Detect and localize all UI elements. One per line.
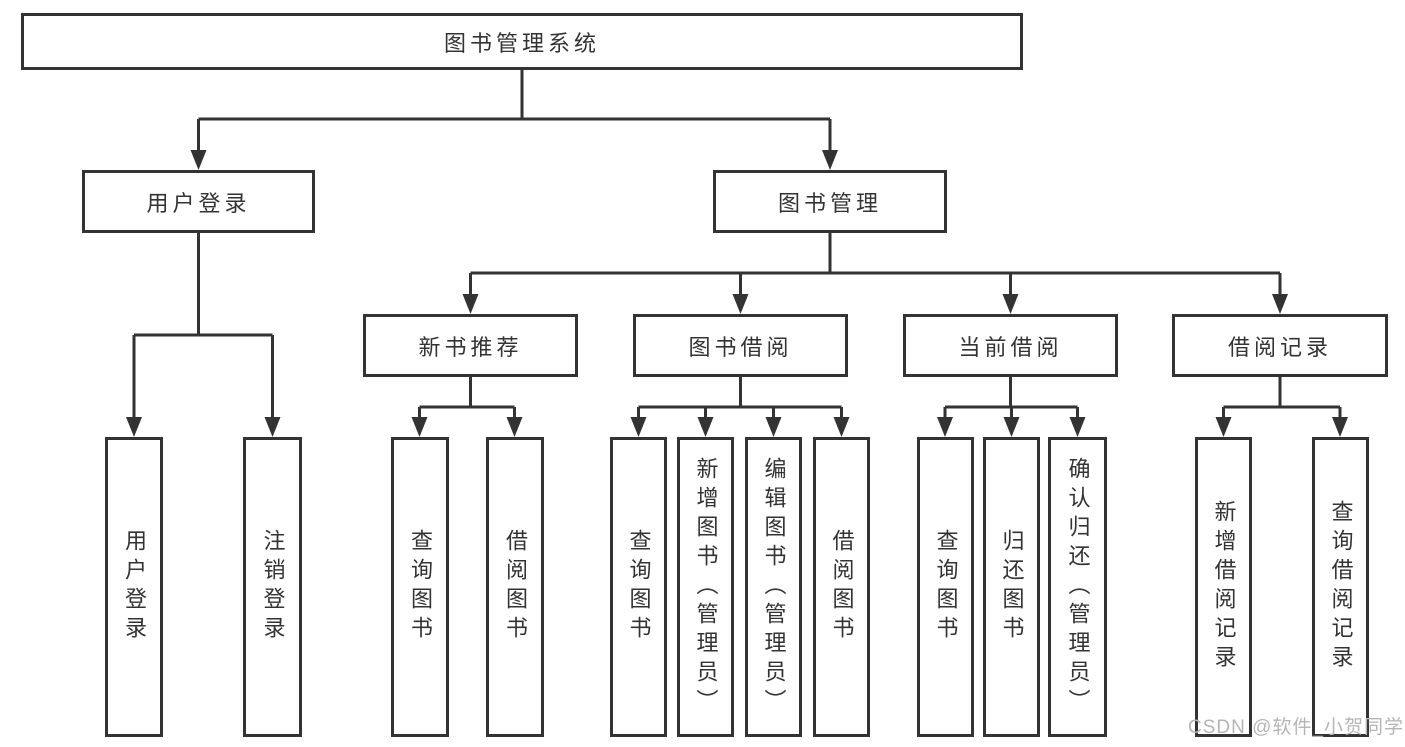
arrow-down-icon — [1272, 294, 1288, 314]
connector-mgmt-to-level3 — [469, 233, 1282, 296]
node-add-borrow-record: 新增借阅记录 — [1195, 437, 1252, 737]
arrow-down-icon — [822, 150, 838, 170]
node-label: 查询借阅记录 — [1328, 500, 1354, 674]
node-edit-book-admin: 编辑图书（管理员） — [745, 437, 802, 737]
node-user-login-leaf: 用户登录 — [105, 437, 163, 737]
node-label: 归还图书 — [999, 529, 1025, 645]
connector-borrowing-to-leaves — [637, 377, 843, 419]
node-new-book-recommendation: 新书推荐 — [363, 314, 578, 377]
node-return-book: 归还图书 — [983, 437, 1040, 737]
connector-recommend-to-leaves — [418, 377, 516, 419]
arrow-down-icon — [1332, 417, 1348, 437]
node-label: 确认归还（管理员） — [1065, 456, 1091, 718]
arrow-down-icon — [765, 417, 782, 437]
node-query-books-borrowing: 查询图书 — [610, 437, 667, 737]
arrow-down-icon — [190, 150, 207, 170]
node-label: 用户登录 — [122, 529, 147, 645]
node-library-management-system: 图书管理系统 — [21, 13, 1023, 70]
node-label: 图书借阅 — [688, 334, 793, 360]
node-label: 借阅图书 — [503, 529, 528, 645]
node-logout: 注销登录 — [243, 437, 302, 737]
node-label: 查询图书 — [626, 529, 652, 645]
node-query-borrow-record: 查询借阅记录 — [1312, 437, 1369, 737]
connector-records-to-leaves — [1222, 377, 1342, 419]
node-query-books-current: 查询图书 — [917, 437, 974, 737]
arrowhead-icons — [126, 150, 1348, 437]
arrow-down-icon — [264, 417, 281, 437]
connector-current-to-leaves — [943, 377, 1079, 419]
arrow-down-icon — [1002, 294, 1019, 314]
node-label: 新书推荐 — [418, 334, 523, 360]
node-user-login: 用户登录 — [82, 170, 315, 233]
connector-login-to-leaves — [132, 233, 274, 419]
node-query-books-recommend: 查询图书 — [391, 437, 449, 737]
node-add-book-admin: 新增图书（管理员） — [677, 437, 734, 737]
arrow-down-icon — [833, 417, 850, 437]
node-borrow-books-leaf: 借阅图书 — [813, 437, 870, 737]
node-label: 借阅图书 — [829, 529, 855, 645]
node-book-borrowing: 图书借阅 — [633, 314, 848, 377]
node-label: 新增借阅记录 — [1211, 500, 1237, 674]
node-label: 查询图书 — [408, 529, 433, 645]
arrow-down-icon — [1069, 417, 1086, 437]
arrow-down-icon — [937, 417, 953, 437]
node-book-management: 图书管理 — [713, 170, 947, 233]
node-label: 注销登录 — [260, 529, 286, 645]
node-current-borrowing: 当前借阅 — [903, 314, 1118, 377]
node-label: 用户登录 — [146, 190, 251, 216]
node-borrow-books-recommend: 借阅图书 — [486, 437, 544, 737]
arrow-down-icon — [506, 417, 523, 437]
node-label: 新增图书（管理员） — [693, 456, 719, 718]
node-confirm-return-admin: 确认归还（管理员） — [1048, 437, 1107, 737]
connector-root-to-level2 — [197, 70, 832, 152]
node-label: 图书管理系统 — [443, 30, 600, 56]
node-label: 当前借阅 — [958, 334, 1063, 360]
arrow-down-icon — [732, 294, 749, 314]
arrow-down-icon — [462, 294, 479, 314]
arrow-down-icon — [126, 417, 142, 437]
arrow-down-icon — [630, 417, 647, 437]
watermark-text: CSDN @软件_小贺同学 — [1188, 717, 1404, 738]
arrow-down-icon — [1003, 417, 1020, 437]
node-label: 查询图书 — [933, 529, 959, 645]
arrow-down-icon — [697, 417, 714, 437]
arrow-down-icon — [1215, 417, 1232, 437]
arrow-down-icon — [411, 417, 428, 437]
node-label: 借阅记录 — [1227, 334, 1332, 360]
node-borrowing-records: 借阅记录 — [1172, 314, 1388, 377]
node-label: 编辑图书（管理员） — [761, 456, 787, 718]
node-label: 图书管理 — [777, 190, 882, 216]
